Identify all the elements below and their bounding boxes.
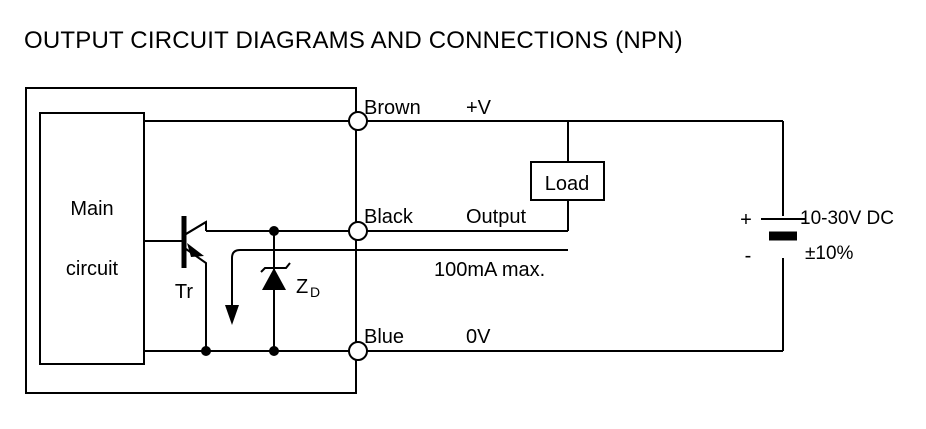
battery-minus-sign: - [745, 245, 752, 267]
zener-bar [260, 262, 291, 273]
wire-label-plus-v: +V [466, 97, 492, 119]
terminal-blue-zero-v [348, 341, 368, 361]
battery-tolerance-label: ±10% [805, 243, 854, 264]
zener-label: Z [296, 276, 308, 298]
main-circuit-label-line2: circuit [66, 258, 119, 280]
junction-zero-v-emitter [201, 346, 211, 356]
battery-voltage-label: 10-30V DC [800, 208, 894, 229]
terminal-black-output [348, 221, 368, 241]
current-flow-path [231, 249, 568, 310]
wire-label-black: Black [364, 206, 414, 228]
zener-triangle [262, 268, 286, 290]
transistor-emitter-arrow [187, 243, 204, 257]
main-circuit-label-line1: Main [70, 198, 113, 220]
transistor-collector-diagonal [185, 221, 207, 235]
junction-zero-v-zener [269, 346, 279, 356]
junction-output-zener [269, 226, 279, 236]
page-title: OUTPUT CIRCUIT DIAGRAMS AND CONNECTIONS … [24, 27, 683, 54]
current-rating-label: 100mA max. [434, 259, 545, 281]
wire-label-blue: Blue [364, 326, 404, 348]
wire-label-output: Output [466, 206, 526, 228]
load-label: Load [545, 173, 590, 195]
transistor-label: Tr [175, 281, 193, 303]
zener-label-subscript: D [310, 284, 320, 300]
load-block [530, 161, 605, 201]
wire-label-zero-v: 0V [466, 326, 491, 348]
main-circuit-block [39, 112, 145, 365]
terminal-brown-plus-v [348, 111, 368, 131]
current-flow-arrowhead [225, 305, 239, 325]
wire-label-brown: Brown [364, 97, 421, 119]
battery-plus-sign: + [740, 209, 752, 231]
